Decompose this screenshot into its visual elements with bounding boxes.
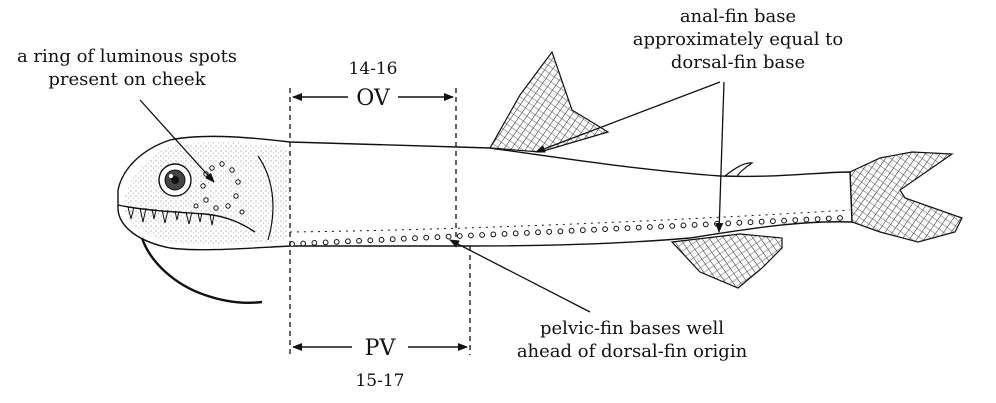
chin-barbel <box>140 237 263 304</box>
cheek-label-line2: present on cheek <box>48 69 206 90</box>
photophore <box>658 223 664 230</box>
pv-label: PV <box>365 336 397 361</box>
jaw <box>117 204 256 233</box>
ov-label: OV <box>356 86 391 111</box>
photophore <box>602 226 608 233</box>
eye-glint <box>169 174 173 178</box>
photophore <box>367 237 374 244</box>
cheek-label-line1: a ring of luminous spots <box>17 46 237 67</box>
photophore <box>501 231 508 237</box>
photophore <box>568 227 575 234</box>
photophore <box>524 230 530 236</box>
eye-pupil <box>171 176 179 184</box>
photophore <box>546 228 553 235</box>
caudal-fin <box>849 151 963 243</box>
photophore <box>423 234 430 241</box>
photophore <box>300 240 307 247</box>
photophore <box>702 221 709 228</box>
anal-fin <box>670 233 783 289</box>
photophore <box>736 219 743 226</box>
pelvic-label-line1: pelvic-fin bases well <box>540 318 724 339</box>
photophore <box>825 215 832 222</box>
teeth <box>127 206 215 226</box>
photophore <box>356 237 363 244</box>
photophore <box>434 234 441 241</box>
photophore <box>814 216 821 223</box>
dorsal-fin <box>489 50 610 153</box>
photophore <box>803 216 810 223</box>
photophore <box>579 227 586 234</box>
fish-body <box>117 135 853 251</box>
photophore <box>311 240 318 246</box>
photophore <box>322 239 329 246</box>
photophore <box>479 232 486 238</box>
photophore <box>725 220 732 227</box>
photophore <box>456 233 463 239</box>
photophore <box>624 225 631 232</box>
photophore <box>400 235 407 242</box>
photophore <box>781 217 787 224</box>
photophore <box>770 218 776 225</box>
photophore <box>758 218 765 225</box>
photophore <box>691 222 698 228</box>
dorsal-base-pointer <box>535 81 721 153</box>
ventral-photophores <box>289 215 843 247</box>
photophore <box>635 224 642 231</box>
photophore <box>837 215 843 221</box>
photophore <box>747 219 754 226</box>
photophore <box>557 228 564 235</box>
photophore <box>468 232 474 239</box>
pelvic-label-line2: ahead of dorsal-fin origin <box>517 341 748 362</box>
anal-label-line1: anal-fin base <box>680 6 796 27</box>
anal-base-pointer <box>715 81 725 233</box>
photophore <box>613 225 620 232</box>
photophore <box>378 236 385 243</box>
lateral-line <box>289 209 851 233</box>
pv-count: 15-17 <box>355 371 404 391</box>
ov-count: 14-16 <box>348 59 397 79</box>
photophore <box>333 239 340 245</box>
pelvic-base-pointer <box>449 239 591 313</box>
photophore <box>680 222 687 229</box>
photophore <box>792 217 799 224</box>
photophore <box>389 236 396 243</box>
cheek-pointer <box>139 99 215 183</box>
photophore <box>412 235 418 242</box>
gill-cover <box>257 155 274 241</box>
photophore <box>535 229 541 236</box>
anal-label-line3: dorsal-fin base <box>671 52 805 73</box>
photophore <box>512 230 519 237</box>
photophore <box>345 238 351 245</box>
photophore <box>669 223 676 229</box>
anal-label-line2: approximately equal to <box>633 29 844 50</box>
photophore <box>490 231 497 238</box>
photophore <box>647 224 653 230</box>
photophore <box>591 226 597 233</box>
photophore <box>445 233 452 240</box>
adipose-fin <box>723 162 754 179</box>
